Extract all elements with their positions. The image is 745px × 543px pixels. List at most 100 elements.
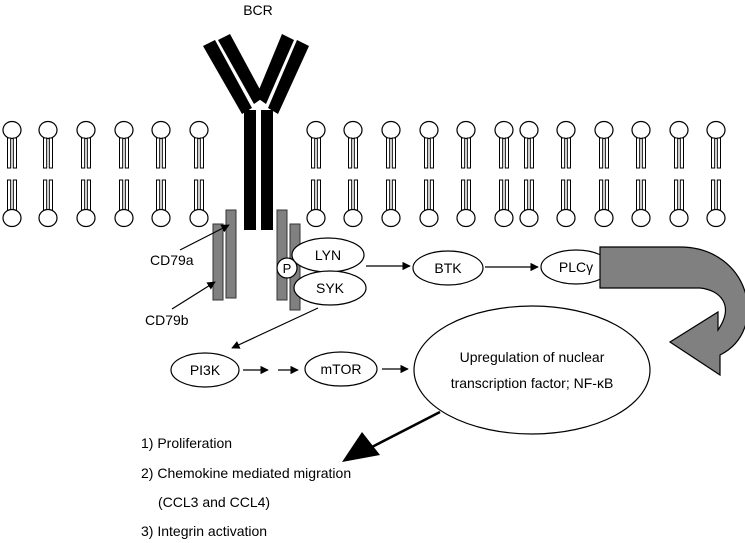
lipid-tail-top <box>466 137 471 169</box>
lipid-head-top <box>189 120 209 140</box>
outcome-2-detail: (CCL3 and CCL4) <box>158 494 270 510</box>
lipid-tail-bottom <box>561 179 566 211</box>
lipid-tail-bottom <box>636 179 641 211</box>
lipid-tail-top <box>161 137 167 169</box>
lipid-tail-bottom <box>48 179 53 211</box>
lipid-tail-bottom <box>679 179 684 211</box>
cd79a-left-bar <box>212 223 224 301</box>
pi3k-label: PI3K <box>190 362 221 378</box>
lipid-head-top <box>381 120 401 140</box>
lipid-tail-top <box>636 137 641 169</box>
lipid-tail-top <box>524 137 529 169</box>
lipid-tail-bottom <box>461 179 466 211</box>
lipid-tail-top <box>424 137 429 169</box>
cd79a-label: CD79a <box>150 252 194 268</box>
outcome-1: 1) Proliferation <box>141 435 232 451</box>
nfkb-to-outcomes-arrowhead <box>342 432 380 462</box>
pi3k-node <box>170 352 240 388</box>
lipid-tail-top <box>641 137 646 169</box>
lipid-head-bottom <box>2 208 22 228</box>
lipid-tail-bottom <box>524 179 529 211</box>
lipid-tail-top <box>386 137 391 169</box>
lipid-tail-bottom <box>353 179 358 211</box>
lipid-tail-top <box>499 137 504 169</box>
phospho-node <box>276 257 298 279</box>
lipid-tail-bottom <box>391 179 396 211</box>
syk-node <box>293 270 367 306</box>
lipid-tail-bottom <box>674 179 679 211</box>
lipid-head-top <box>519 120 539 140</box>
lipid-head-bottom <box>38 208 58 228</box>
lipid-head-top <box>114 120 134 140</box>
lipid-head-top <box>494 120 514 140</box>
lipid-tail-bottom <box>466 179 471 211</box>
lipid-head-bottom <box>419 208 439 228</box>
plc-label: PLCγ <box>559 259 593 275</box>
lipid-head-bottom <box>306 208 326 228</box>
lyn-label: LYN <box>315 247 341 263</box>
lipid-tail-top <box>674 137 679 169</box>
lipid-tail-bottom <box>424 179 429 211</box>
lipid-tail-top <box>679 137 684 169</box>
lipid-tail-top <box>561 137 566 169</box>
lipid-tail-bottom <box>604 179 609 211</box>
cd79b-label: CD79b <box>145 312 189 328</box>
syk-to-pi3k-arrow <box>231 307 319 349</box>
lipid-head-bottom <box>381 208 401 228</box>
lipid-tail-bottom <box>7 179 12 211</box>
lipid-head-top <box>456 120 476 140</box>
lipid-tail-top <box>711 137 716 169</box>
syk-label: SYK <box>316 280 345 296</box>
lipid-head-top <box>151 120 171 140</box>
lipid-tail-top <box>429 137 434 169</box>
lipid-tail-bottom <box>119 179 124 211</box>
lipid-head-top <box>706 120 726 140</box>
lipid-tail-bottom <box>311 179 316 211</box>
lipid-tail-bottom <box>86 179 92 211</box>
lipid-tail-bottom <box>124 179 130 211</box>
lipid-head-top <box>556 120 576 140</box>
lipid-tail-bottom <box>529 179 534 211</box>
lipid-tail-top <box>81 137 86 169</box>
bcr-left-arm-inner <box>218 34 264 104</box>
lipid-tail-top <box>119 137 124 169</box>
lipid-tail-bottom <box>348 179 353 211</box>
cell-membrane <box>2 120 726 228</box>
btk-label: BTK <box>434 260 462 276</box>
bcr-right-arm-outer <box>268 40 309 114</box>
lipid-tail-top <box>504 137 509 169</box>
lipid-head-top <box>306 120 326 140</box>
lipid-head-bottom <box>343 208 363 228</box>
lipid-head-top <box>38 120 58 140</box>
lipid-tail-top <box>348 137 353 169</box>
lipid-head-bottom <box>456 208 476 228</box>
lipid-tail-top <box>461 137 466 169</box>
bcr-receptor <box>203 34 309 230</box>
phospho-label: P <box>283 261 292 276</box>
lipid-head-top <box>419 120 439 140</box>
lipid-head-bottom <box>631 208 651 228</box>
lipid-tail-bottom <box>81 179 86 211</box>
nucleus-label-line1: Upregulation of nuclear <box>460 349 605 365</box>
lipid-head-bottom <box>494 208 514 228</box>
nucleus-label-line2: transcription factor; NF-κB <box>451 375 614 391</box>
nfkb-to-outcomes-shaft <box>369 410 441 450</box>
lipid-tail-top <box>391 137 396 169</box>
outcomes-list: 1) Proliferation 2) Chemokine mediated m… <box>141 435 351 539</box>
lipid-tail-top <box>194 137 199 169</box>
lipid-head-top <box>669 120 689 140</box>
curved-pathway-arrow <box>599 246 745 377</box>
mtor-label: mTOR <box>321 361 362 377</box>
lipid-head-bottom <box>669 208 689 228</box>
lipid-tail-bottom <box>194 179 199 211</box>
lipid-tail-top <box>199 137 205 169</box>
cd79a-pointer-arrow <box>179 224 230 251</box>
lipid-tail-bottom <box>43 179 48 211</box>
bcr-label: BCR <box>243 2 273 18</box>
lipid-head-top <box>594 120 614 140</box>
cd79a-right-bar <box>276 209 288 301</box>
lipid-tail-bottom <box>156 179 161 211</box>
lipid-head-bottom <box>114 208 134 228</box>
lipid-tail-bottom <box>12 179 18 211</box>
